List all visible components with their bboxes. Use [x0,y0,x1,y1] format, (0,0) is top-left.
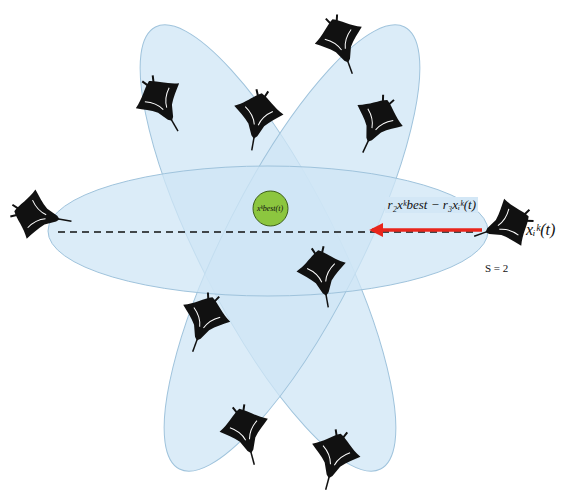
circle-shape [253,191,288,226]
node-text: xᵏbest(t) [257,204,283,213]
manta-rays [7,8,540,496]
ellipse [48,166,488,296]
search-ellipses [48,0,488,500]
movement-arrow [372,228,482,232]
best-position-circle: xᵏbest(t) [252,190,289,227]
position-label: xᵢᵏ(t) [524,221,557,239]
step-label: S = 2 [483,262,510,274]
update-formula: r₂xᵏbest − r₃xᵢᵏ(t) [385,197,478,213]
